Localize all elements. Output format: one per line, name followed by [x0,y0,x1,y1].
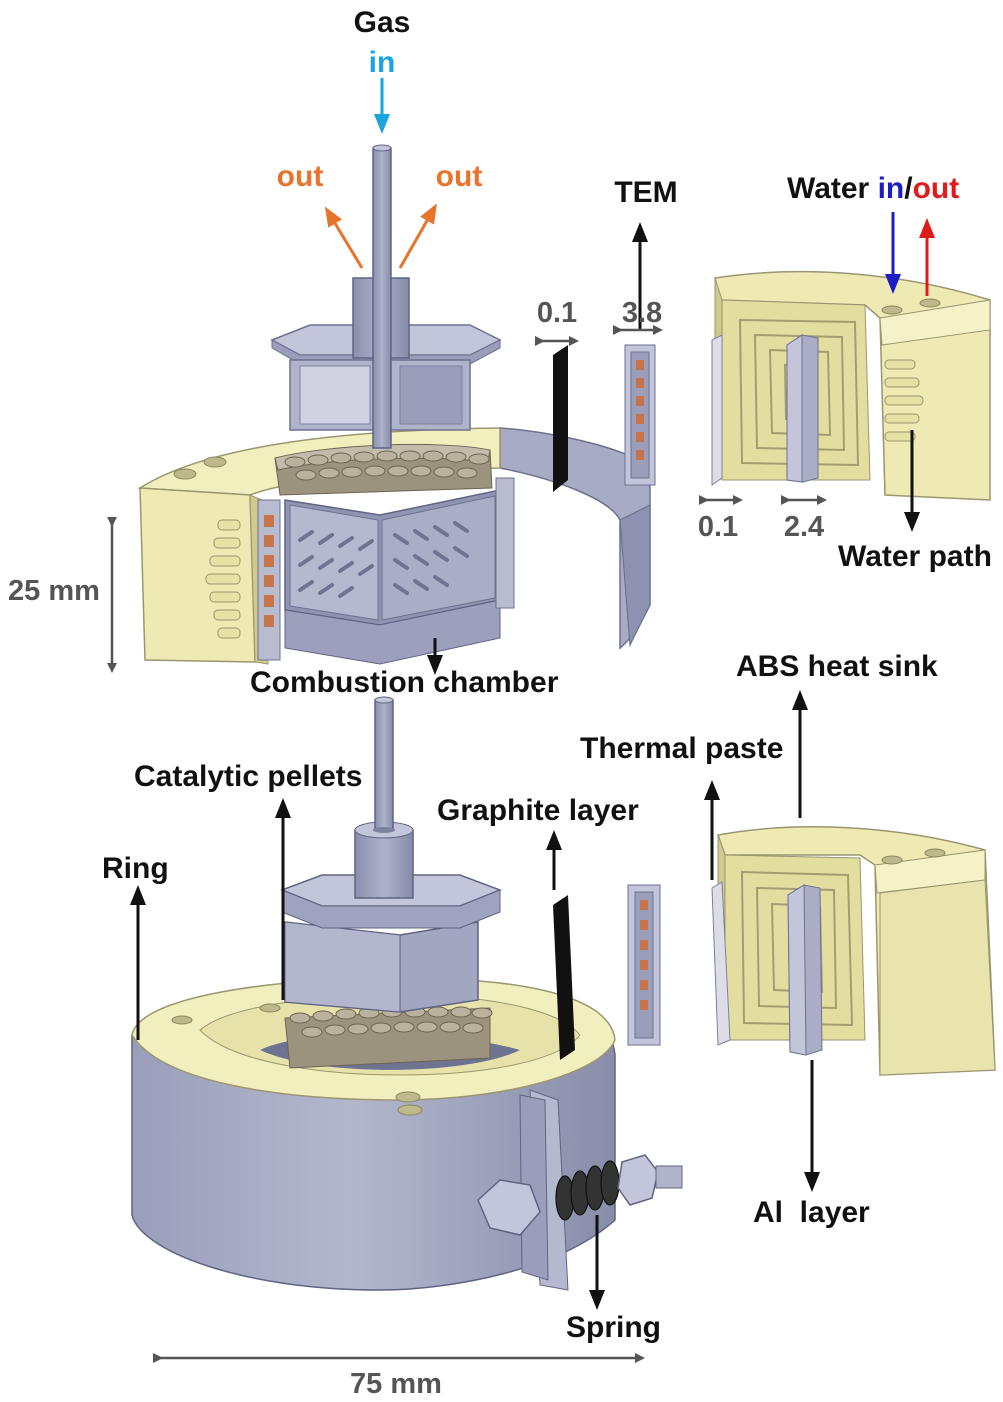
label-tem: TEM [614,176,677,209]
labels: Gas in out out TEM Water in/out 0.1 3.8 … [8,6,992,1400]
nut [617,1154,659,1206]
abs-heat-sink-bottom [717,826,996,1076]
label-spring: Spring [566,1311,661,1344]
top-assembly [137,144,651,665]
tem-module-top [624,344,656,486]
tem-module-bottom [627,884,661,1046]
water-channel-fins-left [205,519,241,639]
label-ring: Ring [102,852,169,885]
label-thermal-paste: Thermal paste [580,732,783,765]
gas-tube-upper [354,829,414,899]
label-gas-in: in [369,46,396,79]
bottom-assembly [131,696,683,1291]
label-width-75mm: 75 mm [350,1368,442,1400]
gas-tube-stem [374,699,394,831]
label-dim-01-right: 0.1 [698,511,738,543]
spring-coil [555,1160,620,1221]
label-water: Water in/out [787,172,959,205]
label-water-out: out [913,172,960,205]
label-dim-38: 3.8 [622,297,662,329]
label-water-word: Water [787,172,878,205]
thermal-paste-top [711,334,723,486]
label-al-layer: Al layer [753,1196,870,1229]
label-dim-24: 2.4 [784,511,824,543]
label-water-path: Water path [838,540,992,573]
label-graphite-layer: Graphite layer [437,794,639,827]
label-dim-01-top: 0.1 [537,297,577,329]
label-out-left: out [277,160,324,193]
label-water-in: in [878,172,905,205]
abs-heat-sink-top [714,270,991,501]
label-water-slash: / [904,172,913,205]
gas-inlet-tube-top [352,144,410,449]
pellet-tops-top [284,450,490,481]
label-combustion-chamber: Combustion chamber [250,666,559,699]
label-catalytic-pellets: Catalytic pellets [134,760,362,793]
thermal-paste-bottom [711,881,731,1046]
label-gas: Gas [354,6,411,39]
label-height-25mm: 25 mm [8,575,100,607]
graphite-layer-top [553,345,568,492]
label-abs-heat-sink: ABS heat sink [736,650,938,683]
label-out-right: out [436,160,483,193]
tem-stack-left [257,499,281,661]
gas-out-left-arrow [324,206,364,269]
graphite-layer-bottom [553,895,575,1060]
annotation-arrows [107,78,935,1363]
al-layer-bottom [787,884,823,1056]
catalyst-rods-top [298,521,469,598]
combustion-chamber-top [284,489,501,665]
al-layer-top [786,334,819,483]
gas-out-right-arrow [398,203,437,269]
bolt-head [477,1179,541,1236]
